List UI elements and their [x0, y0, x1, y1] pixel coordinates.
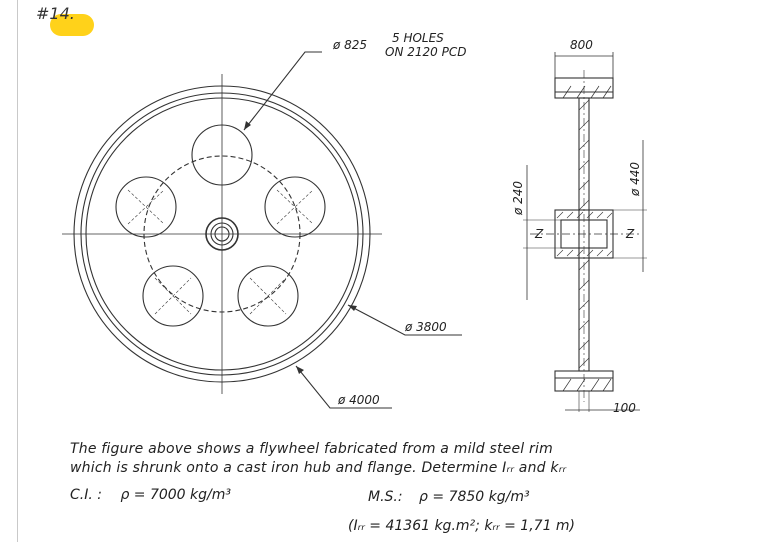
answer-line: (Iᵣᵣ = 41361 kg.m²; kᵣᵣ = 1,71 m) [348, 518, 576, 534]
ms-density-value: ρ = 7850 kg/m³ [419, 489, 530, 505]
label-flange-dia: ø 440 [628, 162, 642, 197]
hole-bottom-right [237, 265, 299, 327]
label-hole-dia: ø 825 [332, 38, 367, 52]
problem-number-text: 14. [49, 4, 75, 23]
description-line-2: which is shrunk onto a cast iron hub and… [70, 460, 567, 476]
label-width: 800 [570, 38, 593, 52]
problem-number: #14. [36, 4, 75, 23]
rim-outer-leader [295, 365, 392, 409]
hole-left [115, 176, 177, 238]
label-web-thickness: 100 [613, 401, 636, 415]
problem-number-highlight [50, 14, 94, 36]
hole-leader [243, 51, 322, 131]
hole-bottom-left [142, 265, 204, 327]
ci-label: C.I. : [70, 487, 102, 503]
cast-iron-density: C.I. : ρ = 7000 kg/m³ [70, 487, 231, 503]
description-line-1: The figure above shows a flywheel fabric… [70, 441, 553, 457]
rim-inner-leader [347, 304, 462, 336]
label-rim-outer: ø 4000 [337, 393, 380, 407]
hash-mark: # [36, 4, 50, 23]
label-holes-line2: ON 2120 PCD [385, 45, 466, 59]
flywheel-drawing: ø 825 5 HOLES ON 2120 PCD ø 3800 ø 4000 … [62, 31, 647, 415]
ci-density-value: ρ = 7000 kg/m³ [120, 487, 231, 503]
margin-rule [17, 0, 18, 542]
mild-steel-density: M.S.: ρ = 7850 kg/m³ [368, 489, 530, 505]
label-rim-inner: ø 3800 [404, 320, 447, 334]
hole-right [264, 176, 326, 238]
label-axis-z-left: Z [534, 227, 544, 241]
label-hub-dia: ø 240 [511, 181, 525, 216]
ms-label: M.S.: [368, 489, 403, 505]
label-axis-z-right: Z [625, 227, 635, 241]
label-holes-line1: 5 HOLES [392, 31, 444, 45]
